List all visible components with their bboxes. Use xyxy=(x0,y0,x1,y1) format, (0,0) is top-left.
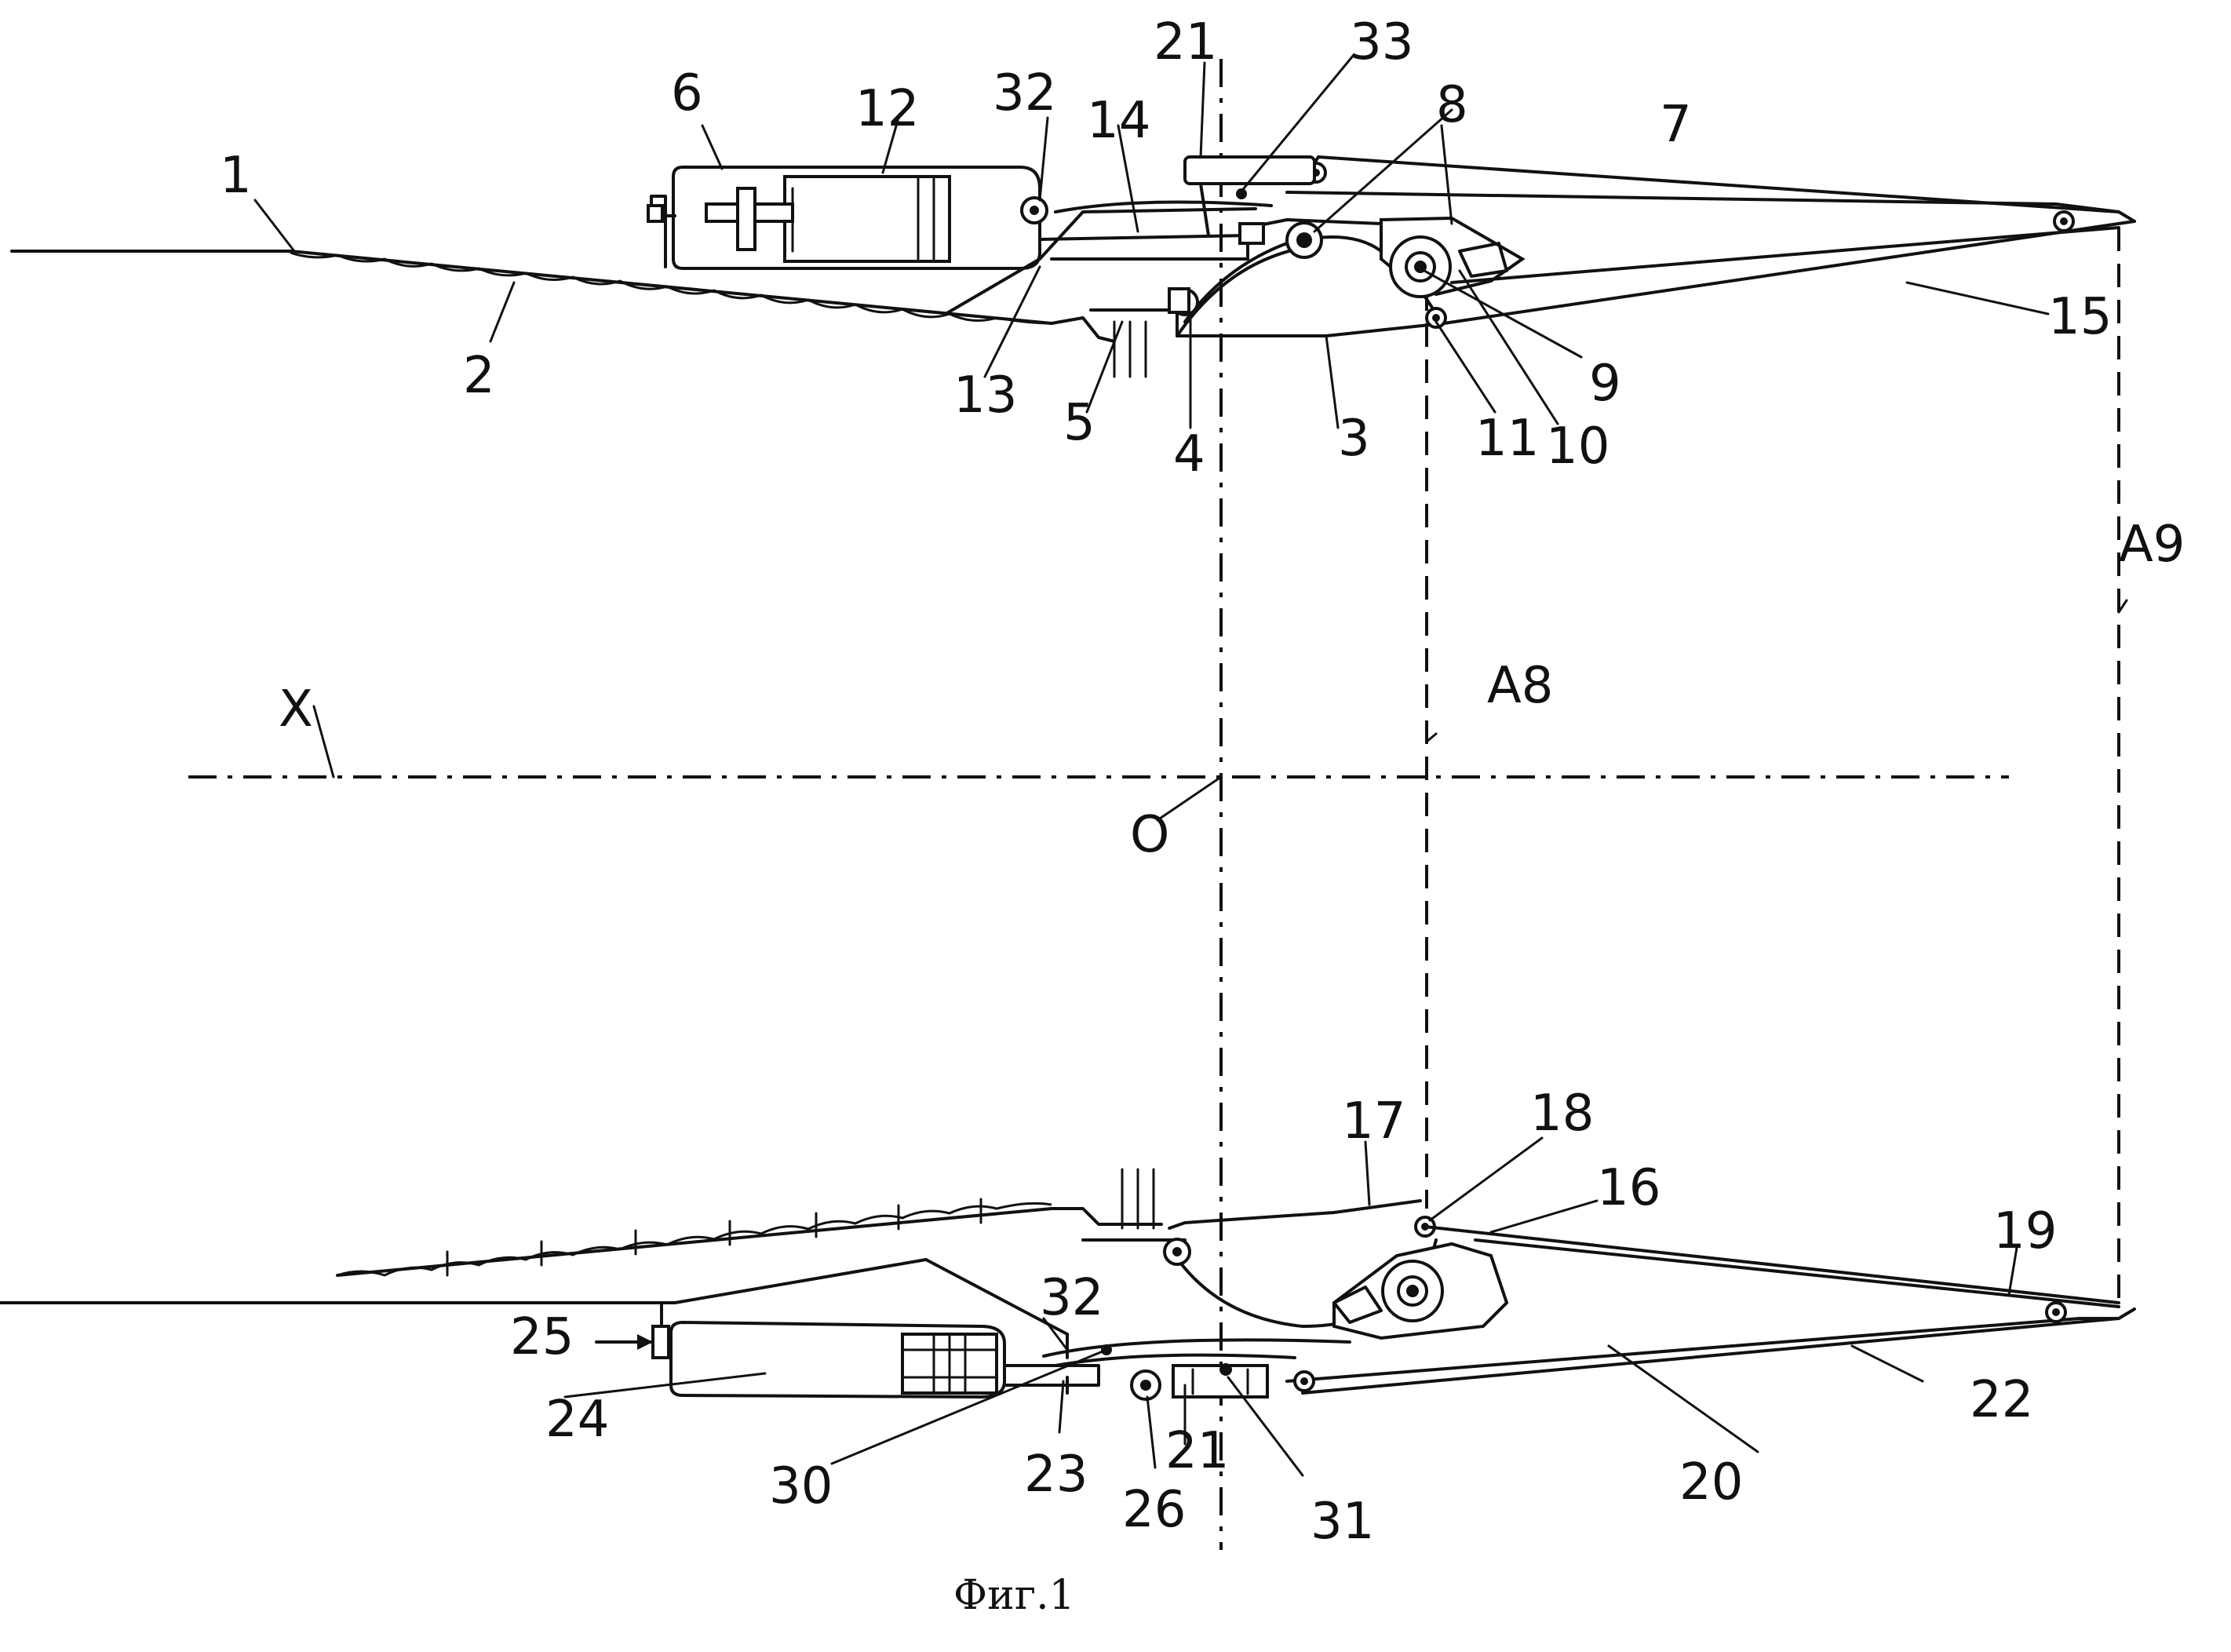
label-2: 2 xyxy=(463,347,495,405)
label-18: 18 xyxy=(1530,1085,1594,1143)
point-30 xyxy=(1101,1344,1112,1355)
label-13: 13 xyxy=(953,367,1017,425)
label-21-top: 21 xyxy=(1154,13,1217,71)
label-15: 15 xyxy=(2048,288,2112,346)
label-1: 1 xyxy=(220,147,252,205)
leader-lines xyxy=(255,55,2127,1475)
rod-14 xyxy=(1040,235,1248,259)
label-26: 26 xyxy=(1122,1481,1186,1539)
point-31 xyxy=(1219,1363,1232,1376)
label-a9: A9 xyxy=(2119,516,2185,574)
label-14: 14 xyxy=(1087,92,1150,150)
label-10: 10 xyxy=(1546,418,1609,476)
label-16: 16 xyxy=(1597,1159,1660,1217)
label-30: 30 xyxy=(769,1457,833,1515)
flap-17 xyxy=(1169,1201,1420,1228)
label-17: 17 xyxy=(1342,1092,1405,1151)
label-x-axis: X xyxy=(279,680,313,738)
label-origin: O xyxy=(1130,806,1169,864)
label-12: 12 xyxy=(855,80,919,138)
label-20: 20 xyxy=(1679,1453,1743,1512)
label-8: 8 xyxy=(1436,76,1468,134)
axis-lines xyxy=(188,59,2119,1550)
upper-nozzle xyxy=(12,157,2134,377)
label-7: 7 xyxy=(1660,96,1692,154)
actuator-cylinder-12 xyxy=(785,177,950,261)
point-33 xyxy=(1236,188,1247,199)
flap-3 xyxy=(1177,323,1444,336)
outer-flap-upper xyxy=(1318,157,2134,221)
label-21-bottom: 21 xyxy=(1165,1422,1229,1480)
label-9: 9 xyxy=(1589,355,1621,413)
label-31: 31 xyxy=(1311,1493,1374,1551)
label-a8: A8 xyxy=(1487,657,1554,715)
label-6: 6 xyxy=(671,64,703,122)
label-4: 4 xyxy=(1173,425,1205,483)
label-3: 3 xyxy=(1338,410,1370,468)
label-24: 24 xyxy=(545,1391,609,1449)
label-19: 19 xyxy=(1993,1202,2057,1260)
flap-15-lower xyxy=(1444,221,2134,323)
figure-caption: Фиг.1 xyxy=(953,1572,1075,1619)
label-33: 33 xyxy=(1350,13,1413,71)
label-32-bottom: 32 xyxy=(1040,1269,1103,1327)
label-23: 23 xyxy=(1024,1446,1088,1504)
label-22: 22 xyxy=(1970,1371,2033,1429)
label-11: 11 xyxy=(1475,410,1539,468)
label-25: 25 xyxy=(510,1308,574,1366)
label-32-top: 32 xyxy=(993,64,1056,122)
label-5: 5 xyxy=(1063,394,1095,452)
